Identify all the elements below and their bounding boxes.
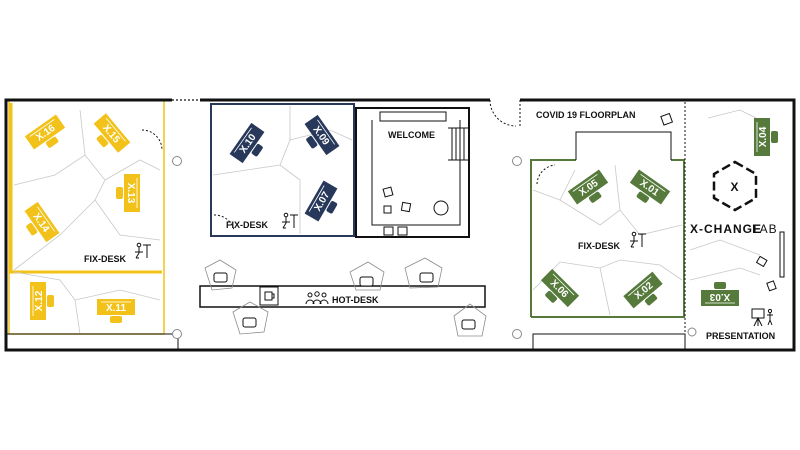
people-icon: [305, 291, 329, 305]
door-arc-top: [489, 99, 521, 127]
desk-label: X.11: [106, 303, 126, 314]
fix-desk-label-middle: FIX-DESK: [226, 220, 269, 230]
desk-chair: [96, 135, 109, 148]
desk-edge-line: [308, 185, 325, 212]
desk-x-11: X.11: [97, 299, 135, 323]
desk-x-05: X.05: [567, 169, 609, 205]
desk-surface: [229, 122, 265, 164]
door-arc-green: [536, 164, 556, 185]
door-arc-left: [141, 129, 163, 151]
green-zone-outline: [530, 159, 685, 318]
desk-chair: [47, 295, 54, 307]
coffee-cup-icon: [259, 286, 279, 306]
hot-desk-seats: [204, 257, 487, 337]
desk-surface: [97, 299, 135, 315]
desk-chair: [714, 282, 726, 289]
welcome-room: [355, 107, 470, 238]
desk-x-15: X.15: [93, 113, 131, 153]
bottom-block-right: [532, 333, 686, 351]
desk-x-10: X.10: [229, 122, 265, 164]
desk-label: X.13: [125, 183, 136, 204]
desk-x-07: X.07: [304, 180, 338, 222]
xchange-lab-logo: X X-CHANGE LAB: [690, 160, 778, 236]
desk-edge-line: [37, 206, 56, 232]
fix-desk-label-right: FIX-DESK: [578, 241, 621, 251]
desk-label: X.12: [34, 290, 45, 311]
desk-surface: [540, 268, 580, 308]
desk-chair: [545, 290, 558, 303]
bottom-block-left: [5, 333, 179, 351]
desk-edge-line: [572, 173, 598, 192]
small-furniture-right: [755, 255, 777, 292]
desk-chair: [110, 316, 122, 323]
desk-surface: [30, 282, 46, 320]
navy-zone-outline: [210, 103, 355, 237]
desk-edge-line: [640, 173, 666, 192]
desk-x-16: X.16: [24, 114, 66, 150]
desk-edge-line: [105, 118, 126, 142]
desk-edge-line: [552, 273, 575, 296]
desk-label: X.04: [758, 126, 769, 147]
wall-screen: [779, 231, 785, 278]
desk-surface: [701, 290, 739, 306]
desk-edge-line: [29, 118, 55, 137]
cubicle-lines: [13, 106, 771, 335]
desk-surface: [304, 114, 340, 156]
desk-edge-line: [317, 119, 336, 145]
desk-chair: [116, 187, 123, 199]
desk-chair: [326, 201, 338, 214]
desk-x-14: X.14: [24, 201, 60, 243]
desk-x-03: X.03: [701, 282, 739, 306]
desk-chair: [645, 293, 658, 306]
brand-name: X-CHANGE: [690, 222, 762, 236]
desk-surface: [567, 169, 609, 205]
hot-desk-label: HOT-DESK: [332, 295, 379, 305]
desk-x-12: X.12: [30, 282, 54, 320]
desk-surface: [304, 180, 338, 222]
desk-chair: [771, 131, 778, 143]
brand-suffix: LAB: [752, 222, 778, 236]
welcome-label: WELCOME: [388, 130, 435, 140]
desk-surface: [24, 114, 66, 150]
desk-person-icon-right: [630, 231, 646, 248]
desk-surface: [754, 118, 770, 156]
desk-surface: [124, 174, 140, 212]
desk-x-13: X.13: [116, 174, 140, 212]
desk-surface: [93, 113, 131, 153]
presentation-board-icon: [751, 308, 773, 327]
desk-chair: [46, 136, 59, 148]
hot-desk-chairs: [213, 272, 476, 330]
desk-x-01: X.01: [629, 169, 671, 205]
logo-hexagon: [712, 160, 758, 212]
covid-room: [575, 112, 674, 160]
desk-chair: [26, 223, 38, 236]
presentation-label: PRESENTATION: [706, 331, 775, 341]
yellow-zone-bracket: [9, 103, 162, 274]
desk-chair: [306, 136, 318, 149]
desk-x-04: X.04: [754, 118, 778, 156]
covid-floorplan-title: COVID 19 FLOORPLAN: [536, 110, 636, 120]
walls: [4, 98, 796, 352]
desk-edge-line: [233, 127, 252, 153]
desk-x-09: X.09: [304, 114, 340, 156]
desk-chair: [589, 191, 602, 203]
desk-label: X.03: [709, 291, 730, 302]
desk-x-06: X.06: [540, 268, 580, 308]
logo-letter: X: [730, 180, 739, 194]
desk-chair: [636, 191, 649, 203]
desk-edge-line: [628, 276, 652, 297]
desk-surface: [629, 169, 671, 205]
door-arc-navy: [213, 214, 235, 231]
desk-x-02: X.02: [623, 271, 663, 309]
desk-person-icon-middle: [282, 212, 298, 229]
pillars: [172, 156, 697, 339]
desk-surface: [623, 271, 663, 309]
desk-chair: [251, 144, 263, 157]
fix-desk-label-left: FIX-DESK: [84, 254, 127, 264]
desk-person-icon-left: [135, 242, 151, 259]
desk-surface: [24, 201, 60, 243]
